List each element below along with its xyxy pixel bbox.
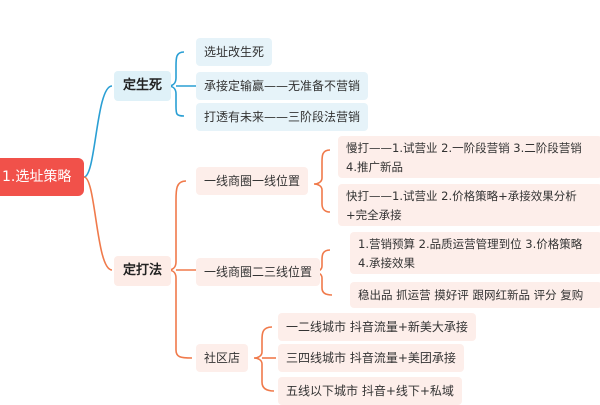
sub-shequdian[interactable]: 社区店 (196, 344, 249, 372)
branch-dingdafa[interactable]: 定打法 (114, 256, 172, 286)
leaf-xuanzhi-gaishengsi[interactable]: 选址改生死 (196, 38, 273, 66)
leaf-kuaida[interactable]: 快打——1.试营业 2.价格策略+承接效果分析+完全承接 (338, 184, 600, 226)
leaf-sansi-xian-chengshi[interactable]: 三四线城市 抖音流量+美团承接 (278, 344, 464, 372)
connector-root-to-dingdafa (83, 176, 113, 271)
leaf-wen-chupin[interactable]: 稳出品 抓运营 摸好评 跟网红新品 评分 复购 (350, 282, 600, 308)
bracket-sub1 (313, 149, 331, 213)
sub-yixian-ersanxian[interactable]: 一线商圈二三线位置 (196, 258, 321, 286)
bracket-sub3 (253, 326, 275, 392)
connector-root-to-dingshengsi (83, 85, 113, 178)
leaf-yier-xian-chengshi[interactable]: 一二线城市 抖音流量+新美大承接 (278, 313, 476, 341)
leaf-yingxiao-yusuan[interactable]: 1.营销预算 2.品质运营管理到位 3.价格策略 4.承接效果 (350, 232, 600, 274)
leaf-mandai[interactable]: 慢打——1.试营业 2.一阶段营销 3.二阶段营销 4.推广新品 (338, 136, 600, 178)
leaf-wuxian-yixia-chengshi[interactable]: 五线以下城市 抖音+线下+私域 (278, 377, 462, 405)
root-node[interactable]: 1.选址策略 (0, 158, 84, 196)
leaf-chengjie-dingshuying[interactable]: 承接定输赢——无准备不营销 (196, 72, 369, 100)
branch-dingshengsi[interactable]: 定生死 (114, 71, 172, 101)
leaf-datou-youweilai[interactable]: 打透有未来——三阶段法营销 (196, 103, 369, 131)
sub-yixian-yixian[interactable]: 一线商圈一线位置 (196, 167, 309, 195)
